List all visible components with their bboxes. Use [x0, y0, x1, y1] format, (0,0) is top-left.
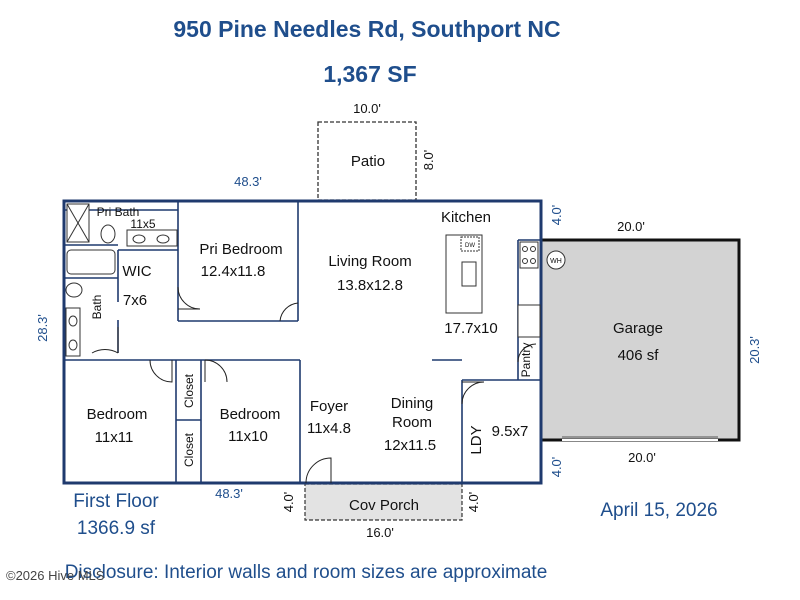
interior-walls: [64, 201, 541, 483]
pantry-label: Pantry: [519, 343, 533, 378]
wic-label: WIC: [122, 263, 151, 280]
patio-depth-dim: 8.0': [421, 150, 436, 171]
dining-room-label-2: Room: [392, 414, 432, 431]
bedroom-mid-size: 11x10: [228, 428, 268, 445]
garage-width-bottom-dim: 20.0': [628, 450, 656, 465]
garage-size-label: 406 sf: [618, 347, 660, 364]
closet-upper-label: Closet: [182, 373, 196, 408]
garage-offset-bottom-dim: 4.0': [549, 457, 564, 478]
wic-size: 7x6: [123, 292, 147, 309]
foyer-label: Foyer: [310, 398, 348, 415]
water-heater-label: WH: [550, 258, 562, 265]
dining-room-label-1: Dining: [391, 395, 434, 412]
garage-label: Garage: [613, 320, 663, 337]
bedroom-left-label: Bedroom: [87, 406, 148, 423]
closet-lower-label: Closet: [182, 432, 196, 467]
dishwasher-label: DW: [465, 243, 475, 249]
kitchen-sink: [461, 261, 477, 287]
living-room-label: Living Room: [328, 253, 411, 270]
cov-porch-label: Cov Porch: [349, 497, 419, 514]
disclosure-text: Disclosure: Interior walls and room size…: [65, 562, 548, 583]
dishwasher-box: [460, 236, 480, 252]
dining-room-size: 12x11.5: [384, 437, 436, 454]
garage-area: [539, 238, 741, 442]
door-swings: [91, 286, 537, 484]
house-width-bottom-dim: 48.3': [215, 486, 243, 501]
foyer-size: 11x4.8: [307, 420, 351, 437]
garage-width-top-dim: 20.0': [617, 219, 645, 234]
pri-bedroom-label: Pri Bedroom: [199, 241, 282, 258]
house-depth-dim: 28.3': [35, 314, 50, 342]
range-fixture: [519, 241, 539, 269]
address-title: 950 Pine Needles Rd, Southport NC: [173, 16, 560, 42]
hall-sink-a: [68, 315, 78, 327]
house-width-top-dim: 48.3': [234, 174, 262, 189]
laundry-label: LDY: [468, 425, 485, 454]
burner-d: [530, 258, 536, 264]
porch-depth-left-dim: 4.0': [281, 492, 296, 513]
kitchen-label: Kitchen: [441, 209, 491, 226]
floor-area: 1366.9 sf: [77, 518, 156, 539]
hall-sink-b: [68, 339, 78, 351]
pri-sink-left: [132, 234, 146, 244]
pri-sink-right: [156, 234, 170, 244]
garage-offset-top-dim: 4.0': [549, 205, 564, 226]
hall-toilet-fixture: [65, 282, 83, 298]
patio-width-dim: 10.0': [353, 101, 381, 116]
patio-label: Patio: [351, 153, 385, 170]
porch-depth-right-dim: 4.0': [466, 492, 481, 513]
pri-bath-label: Pri Bath: [97, 205, 140, 219]
kitchen-size: 17.7x10: [444, 320, 497, 337]
shower-cross-b: [66, 203, 90, 243]
pri-bedroom-size: 12.4x11.8: [201, 263, 266, 280]
total-area-title: 1,367 SF: [323, 61, 416, 87]
bath-label: Bath: [90, 295, 104, 320]
bedroom-left-size: 11x11: [95, 429, 134, 446]
water-heater-symbol: [546, 250, 566, 270]
pri-toilet-fixture: [100, 224, 116, 244]
burner-b: [530, 246, 536, 252]
fridge-fixture: [517, 304, 541, 338]
copyright-watermark: ©2026 Hive MLS: [6, 568, 105, 583]
bedroom-mid-label: Bedroom: [220, 406, 281, 423]
cov-porch-area: [304, 483, 463, 521]
living-room-size: 13.8x12.8: [337, 277, 403, 294]
burner-a: [522, 246, 528, 252]
house-exterior-wall: [62, 199, 543, 485]
plan-date: April 15, 2026: [600, 500, 717, 521]
bathtub-fixture: [66, 249, 116, 275]
laundry-size: 9.5x7: [492, 423, 529, 440]
burner-c: [522, 258, 528, 264]
porch-width-dim: 16.0': [366, 525, 394, 540]
floor-name: First Floor: [73, 491, 159, 512]
garage-depth-dim: 20.3': [747, 336, 762, 364]
pri-bath-size: 11x5: [130, 217, 155, 231]
